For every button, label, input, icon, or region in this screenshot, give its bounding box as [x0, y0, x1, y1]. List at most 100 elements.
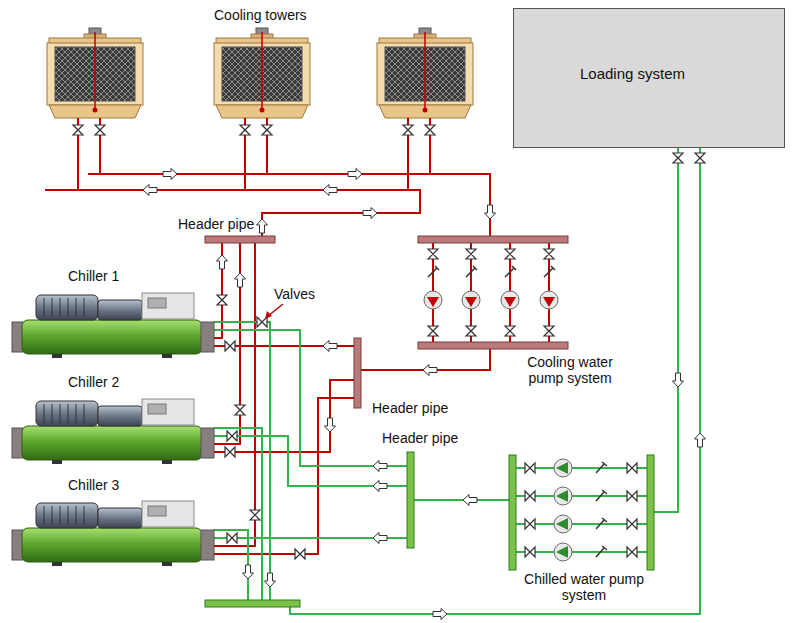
chilled-water-pipe [214, 148, 700, 614]
pump-symbol [466, 326, 476, 336]
pump-symbol [627, 547, 637, 557]
pump-symbol [525, 547, 535, 557]
callout-label: Valves [272, 286, 317, 302]
pump-symbol [462, 291, 480, 309]
valve-symbol [425, 125, 435, 135]
pump-symbol [525, 491, 535, 501]
valve-symbol [673, 153, 683, 163]
pump-symbol [627, 519, 637, 529]
flow-arrow [373, 461, 387, 472]
part-label: Header pipe [176, 216, 256, 232]
pump-symbol [544, 266, 555, 277]
flow-arrow [217, 255, 228, 269]
chiller-unit [12, 293, 214, 358]
flow-arrow [323, 185, 337, 196]
pump-symbol [424, 291, 442, 309]
system-box: Loading system [513, 8, 785, 148]
valve-symbol [227, 533, 237, 543]
pump-symbol [465, 297, 477, 307]
flow-arrow [325, 418, 336, 432]
pump-symbol [428, 249, 438, 259]
header-pipe [407, 452, 414, 548]
flow-arrow [463, 495, 477, 506]
cooling-tower [214, 28, 310, 118]
header-pipe [509, 455, 516, 570]
box-title: Loading system [580, 65, 718, 83]
valve-symbol [235, 405, 245, 415]
part-label: Header pipe [370, 400, 450, 416]
pump-symbol [596, 546, 607, 557]
pump-symbol [554, 515, 572, 533]
leader-arrow [268, 304, 283, 316]
valve-symbol [227, 431, 237, 441]
flow-arrow [265, 573, 276, 587]
pump-symbol [525, 519, 535, 529]
pump-symbol [627, 463, 637, 473]
flow-arrow [373, 533, 387, 544]
flow-arrow [485, 205, 496, 219]
cooling-tower [47, 28, 473, 118]
group-label: Chilled water pump system [512, 571, 656, 603]
header-pipe [205, 236, 275, 243]
pump-symbol [554, 487, 572, 505]
header-pipe [205, 236, 654, 607]
flow-arrow [433, 609, 447, 620]
pump-symbol [505, 249, 515, 259]
pump-symbol [543, 297, 555, 307]
flow-arrow [423, 365, 437, 376]
part-label: Chiller 3 [66, 477, 121, 493]
pump-symbol [556, 462, 568, 474]
pump-symbol [504, 297, 516, 307]
flow-arrow [323, 341, 337, 352]
valve-symbol [240, 125, 250, 135]
pump-symbol [596, 462, 607, 473]
pump-symbol [501, 291, 519, 309]
chilled-water-pipe [516, 468, 647, 552]
chilled-water-pipe [290, 148, 700, 614]
pump-symbol [544, 249, 554, 259]
cooling-water-pipe [88, 118, 490, 236]
flow-arrow [673, 373, 684, 387]
header-pipe [418, 236, 568, 243]
pump-symbol [556, 546, 568, 558]
flow-arrow [243, 565, 254, 579]
pump-symbol [505, 266, 516, 277]
valve-symbol [225, 447, 235, 457]
chiller-unit [12, 399, 214, 464]
pump-symbol [554, 543, 572, 561]
flow-arrow [363, 208, 377, 219]
pump-symbol [540, 291, 558, 309]
pump-symbol [428, 326, 438, 336]
cooling-tower [47, 28, 143, 118]
flow-arrow [235, 273, 246, 287]
chiller-unit [12, 293, 214, 566]
header-pipe [354, 338, 361, 408]
chilled-water-pipe [214, 436, 407, 486]
cooling-water-pipe [214, 243, 255, 546]
cooling-tower [377, 28, 473, 118]
flow-arrow [163, 169, 177, 180]
flow-arrow [695, 433, 706, 447]
pump-symbol [556, 490, 568, 502]
header-pipe [418, 342, 568, 349]
valve-symbol [73, 125, 83, 135]
flow-arrow [143, 185, 157, 196]
chiller-unit [12, 501, 214, 566]
pump-symbol [505, 326, 515, 336]
leader-arrow [265, 304, 283, 319]
cooling-water-pipe [433, 243, 549, 342]
chilled-water-pipe [654, 148, 678, 512]
flow-arrow [257, 219, 268, 233]
part-label: Chiller 1 [66, 268, 121, 284]
pump-symbol [596, 518, 607, 529]
chilled-water-pipe [214, 322, 270, 600]
valve-symbol [73, 125, 705, 559]
cooling-water-pipe [214, 380, 354, 452]
part-label: Chiller 2 [66, 374, 121, 390]
valve-symbol [217, 295, 227, 305]
pump-symbol [424, 249, 637, 561]
header-pipe [205, 600, 300, 607]
chilled-water-pipe [414, 499, 509, 501]
valve-symbol [95, 125, 105, 135]
